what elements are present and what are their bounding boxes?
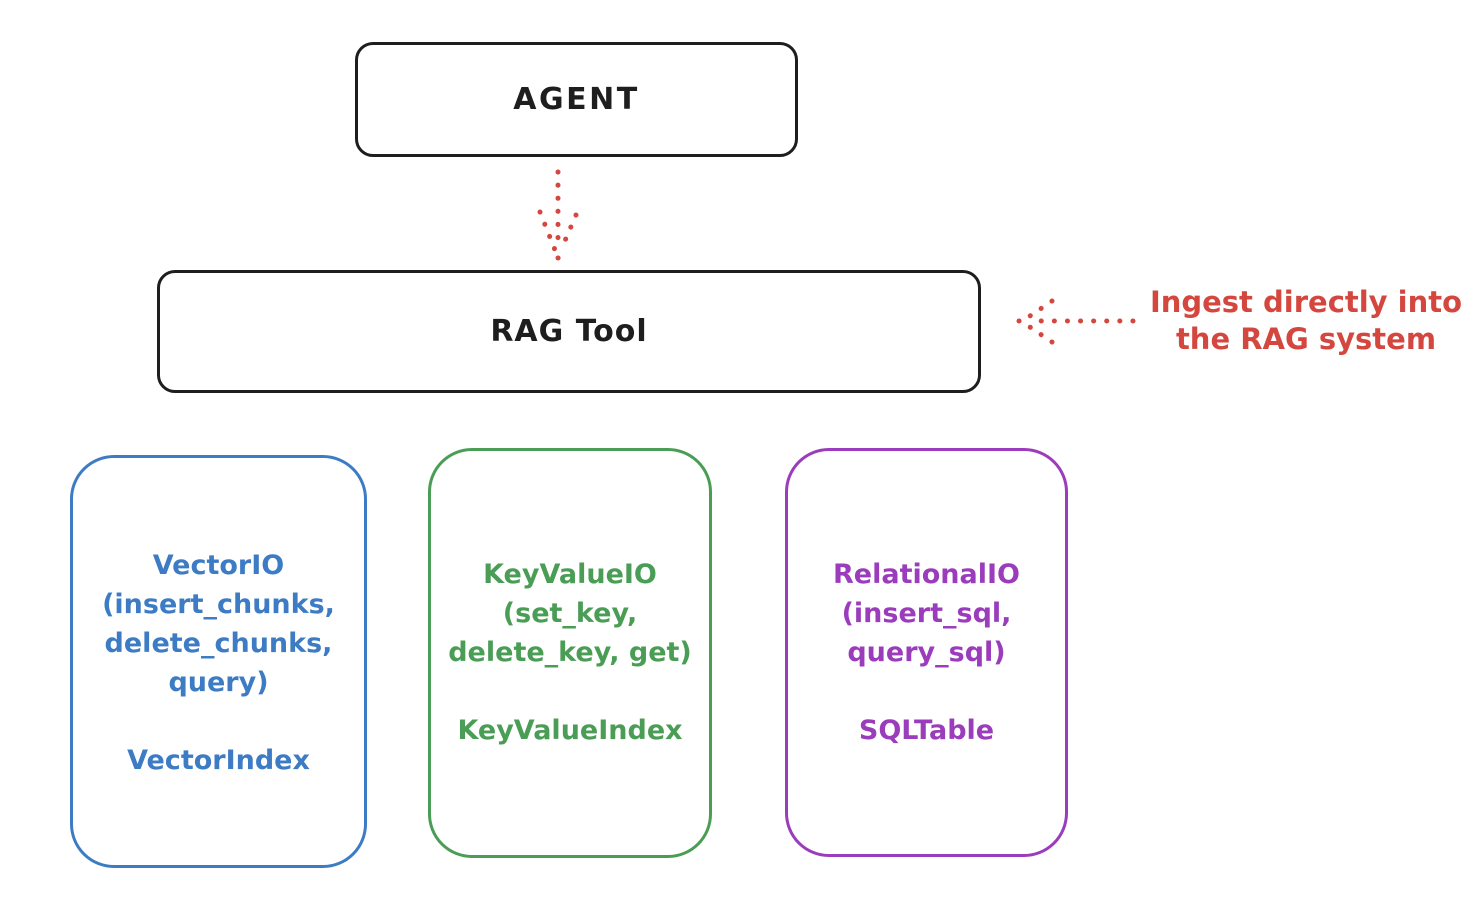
- agent-label: AGENT: [513, 82, 640, 117]
- store-label-line: RelationalIO: [833, 559, 1020, 590]
- ingest-annotation-line2: the RAG system: [1175, 322, 1437, 356]
- store-index-label: VectorIndex: [127, 745, 310, 776]
- store-label-line: query_sql): [847, 637, 1006, 668]
- ingest-annotation: Ingest directly into the RAG system: [1138, 284, 1474, 358]
- spacer: [788, 672, 1065, 711]
- vectorio-node: VectorIO (insert_chunks, delete_chunks, …: [70, 455, 367, 868]
- agent-node: AGENT: [355, 42, 798, 157]
- store-label-line: query): [168, 667, 269, 698]
- rag-tool-node: RAG Tool: [157, 270, 981, 393]
- keyvalueio-node: KeyValueIO (set_key, delete_key, get) Ke…: [428, 448, 712, 858]
- spacer: [431, 672, 709, 711]
- relationalio-text: RelationalIO (insert_sql, query_sql) SQL…: [788, 555, 1065, 750]
- ingest-arrow-icon: [1016, 298, 1136, 345]
- store-label-line: (insert_sql,: [841, 598, 1012, 629]
- vectorio-text: VectorIO (insert_chunks, delete_chunks, …: [73, 546, 364, 780]
- store-label-line: VectorIO: [152, 550, 285, 581]
- relationalio-node: RelationalIO (insert_sql, query_sql) SQL…: [785, 448, 1068, 857]
- store-label-line: delete_chunks,: [104, 628, 333, 659]
- store-index-label: KeyValueIndex: [457, 715, 683, 746]
- store-label-line: (set_key,: [502, 598, 638, 629]
- store-index-label: SQLTable: [858, 715, 995, 746]
- store-label-line: KeyValueIO: [483, 559, 657, 590]
- keyvalueio-text: KeyValueIO (set_key, delete_key, get) Ke…: [431, 555, 709, 750]
- store-label-line: delete_key, get): [448, 637, 692, 668]
- ingest-annotation-line1: Ingest directly into: [1149, 285, 1463, 319]
- agent-to-ragtool-arrow-icon: [537, 169, 579, 261]
- spacer: [73, 702, 364, 741]
- store-label-line: (insert_chunks,: [102, 589, 335, 620]
- rag-tool-label: RAG Tool: [490, 314, 648, 349]
